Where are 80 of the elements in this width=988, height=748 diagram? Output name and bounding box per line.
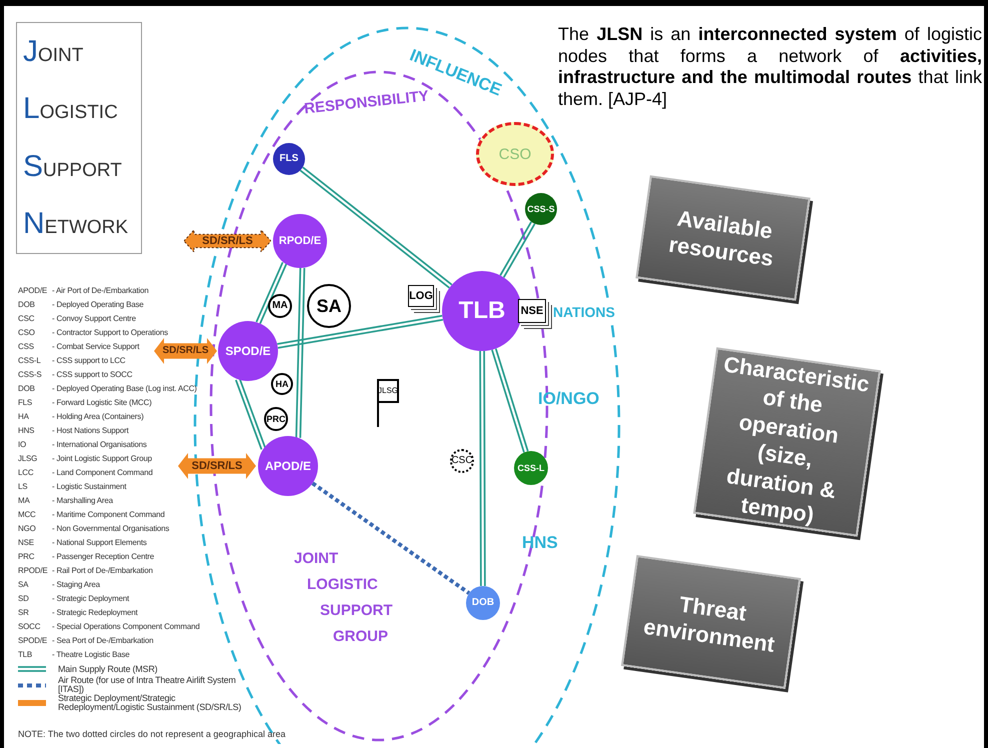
abbreviation-meaning: - International Organisations <box>52 441 147 449</box>
route-line <box>295 266 306 439</box>
abbreviation: DOB <box>18 301 36 309</box>
abbreviation-meaning: - Deployed Operating Base (Log inst. ACC) <box>52 385 197 393</box>
abbreviation-meaning: - Non Governmental Organisations <box>52 525 170 533</box>
flag-marker <box>377 379 399 427</box>
abbreviation-meaning: - Air Port of De-/Embarkation <box>52 287 148 295</box>
group-label: JOINT LOGISTIC SUPPORT GROUP <box>294 549 393 647</box>
region-label: IO/NGO <box>538 388 600 410</box>
abbreviation-meaning: - Sea Port of De-/Embarkation <box>52 637 154 645</box>
abbreviation-meaning: - Passenger Reception Centre <box>52 553 154 561</box>
route-line <box>256 261 288 325</box>
abbreviation: SR <box>18 609 30 617</box>
abbreviation: NGO <box>18 525 37 533</box>
region-label: HNS <box>522 532 558 554</box>
abbreviation: SPOD/E <box>18 637 48 645</box>
abbreviation-meaning: - CSS support to SOCC <box>52 371 132 379</box>
legend-text: Air Route (for use of Intra Theatre Airlift System [ITAS]) <box>58 676 237 694</box>
abbreviation: IO <box>18 441 28 449</box>
legend-text: Strategic Deployment/Strategic Redeployment/Logistic Sustainment (SD/SR/LS) <box>58 694 242 712</box>
route-line <box>499 220 536 278</box>
route-line <box>276 314 444 349</box>
abbreviation: TLB <box>18 651 34 659</box>
note-text: NOTE: The two dotted circles do not represent a geographical area <box>18 728 286 741</box>
abbreviation: DOB <box>18 385 36 393</box>
abbreviation: LS <box>18 483 28 491</box>
abbreviation: NSE <box>18 539 35 547</box>
double-arrow: SD/SR/LS <box>178 453 256 479</box>
abbreviation-meaning: - Combat Service Support <box>52 343 140 351</box>
abbreviation-meaning: - CSS support to LCC <box>52 357 126 365</box>
abbreviation-meaning: - National Support Elements <box>52 539 147 547</box>
abbreviation: APOD/E <box>18 287 48 295</box>
abbreviation-meaning: - Staging Area <box>52 581 100 589</box>
abbreviation: CSO <box>18 329 36 337</box>
abbreviation-meaning: - Strategic Redeployment <box>52 609 138 617</box>
abbreviation-meaning: - Holding Area (Containers) <box>52 413 144 421</box>
route-line <box>479 350 486 587</box>
route-line <box>491 348 529 454</box>
abbreviation-meaning: - Deployed Operating Base <box>52 301 144 309</box>
abbreviation: FLS <box>18 399 34 407</box>
abbreviation: PRC <box>18 553 36 561</box>
abbreviation-meaning: - Joint Logistic Support Group <box>52 455 152 463</box>
abbreviation: SOCC <box>18 623 42 631</box>
abbreviation: JLSG <box>18 455 38 463</box>
abbreviation-meaning: - Land Component Command <box>52 469 153 477</box>
dashed-ellipse: CSO <box>476 122 554 186</box>
abbreviation-meaning: - Maritime Component Command <box>52 511 165 519</box>
bevel-box: Characteristic of the operation (size, duration & tempo) <box>693 347 881 537</box>
abbreviation-meaning: - Host Nations Support <box>52 427 129 435</box>
abbreviation: MA <box>18 497 31 505</box>
abbreviation-meaning: - Logistic Sustainment <box>52 483 126 491</box>
abbreviation: HNS <box>18 427 36 435</box>
abbreviation: CSS-S <box>18 371 42 379</box>
abbreviation-meaning: - Strategic Deployment <box>52 595 129 603</box>
route-line <box>311 482 470 595</box>
abbreviation-meaning: - Rail Port of De-/Embarkation <box>52 567 153 575</box>
abbreviation: HA <box>18 413 30 421</box>
title-box: JOINT LOGISTIC SUPPORT NETWORK <box>16 22 142 254</box>
abbreviation: SD <box>18 595 30 603</box>
abbreviation-meaning: - Theatre Logistic Base <box>52 651 130 659</box>
abbreviation-meaning: - Special Operations Component Command <box>52 623 200 631</box>
double-arrow: SD/SR/LS <box>184 230 271 252</box>
abbreviation: LCC <box>18 469 34 477</box>
abbreviation-meaning: - Marshalling Area <box>52 497 113 505</box>
double-arrow: SD/SR/LS <box>154 338 217 364</box>
abbreviation: SA <box>18 581 30 589</box>
abbreviation: CSS <box>18 343 35 351</box>
abbreviation-meaning: - Contractor Support to Operations <box>52 329 168 337</box>
abbreviation: RPOD/E <box>18 567 48 575</box>
abbreviation: CSC <box>18 315 36 323</box>
legend-text: Main Supply Route (MSR) <box>58 664 158 674</box>
abbreviation-meaning: - Forward Logistic Site (MCC) <box>52 399 152 407</box>
abbreviation: CSS-L <box>18 357 42 365</box>
bevel-box: Threat environment <box>621 555 801 689</box>
abbreviation: MCC <box>18 511 37 519</box>
description-text: The JLSN is an interconnected system of logistic nodes that forms a network of activities, infrastructure and the multimodal routes that link them. [AJP-4] <box>558 24 982 110</box>
bevel-box: Available resources <box>636 175 810 301</box>
abbreviation-meaning: - Convoy Support Centre <box>52 315 136 323</box>
route-line <box>234 378 266 450</box>
route-line <box>299 166 453 289</box>
